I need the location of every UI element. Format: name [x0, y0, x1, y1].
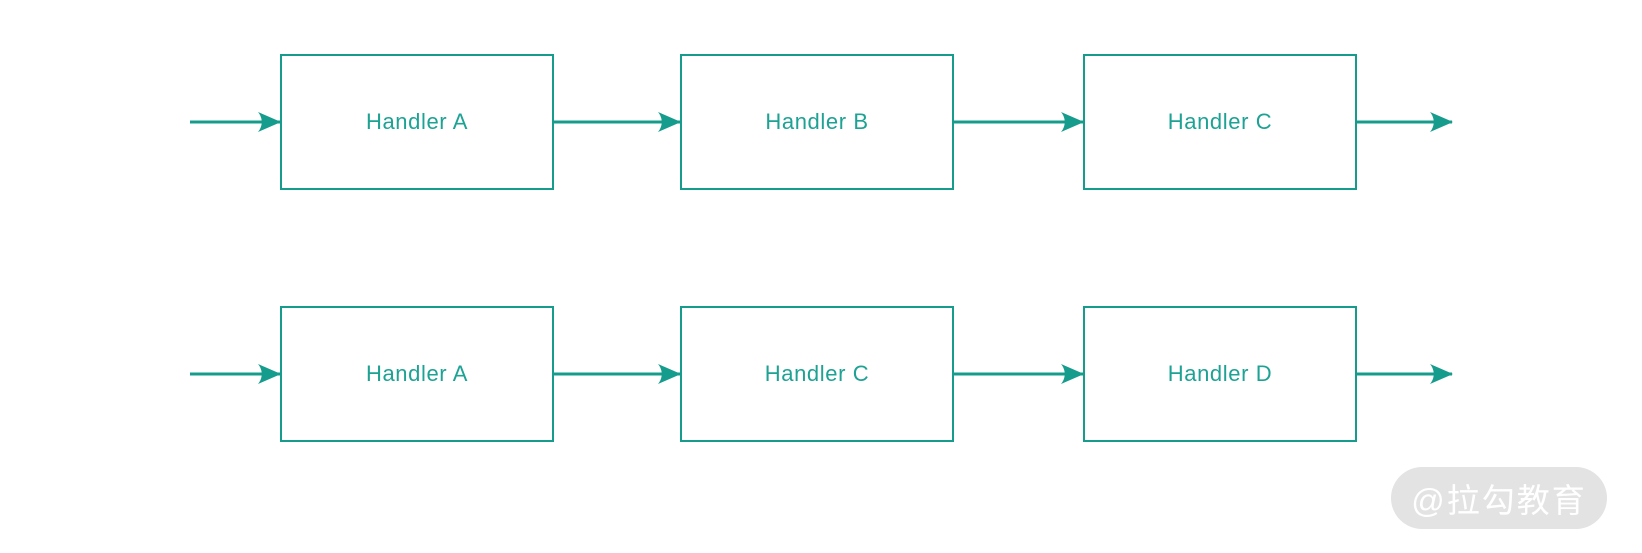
handler-box-row2-1: Handler A: [280, 306, 554, 442]
watermark-text: @拉勾教育: [1411, 482, 1587, 519]
watermark-badge: @拉勾教育: [1391, 467, 1607, 529]
handler-box-row1-3: Handler C: [1083, 54, 1357, 190]
handler-label: Handler A: [365, 109, 468, 134]
handler-box-row2-2: Handler C: [680, 306, 954, 442]
handler-label: Handler C: [764, 361, 870, 386]
handler-box-row2-3: Handler D: [1083, 306, 1357, 442]
handler-label: Handler D: [1167, 361, 1273, 386]
handler-box-row1-1: Handler A: [280, 54, 554, 190]
handler-box-row1-2: Handler B: [680, 54, 954, 190]
handler-label: Handler A: [365, 361, 468, 386]
handler-label: Handler B: [765, 109, 869, 134]
handler-label: Handler C: [1167, 109, 1273, 134]
